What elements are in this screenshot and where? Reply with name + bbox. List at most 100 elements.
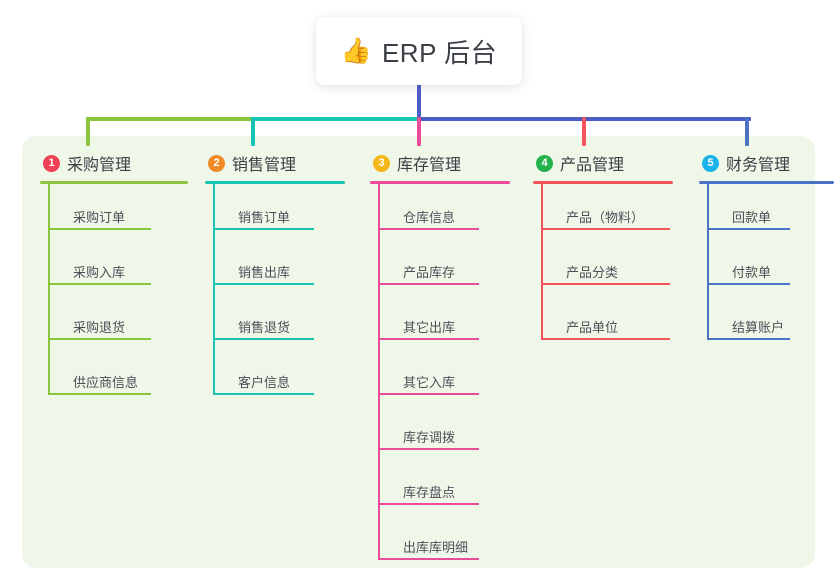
list-item-rule	[48, 393, 151, 395]
list-item[interactable]: 回款单	[699, 184, 839, 239]
column-title-3: 库存管理	[397, 157, 462, 174]
list-item[interactable]: 销售出库	[205, 239, 355, 294]
thumbs-up-icon: 👍	[340, 36, 372, 65]
diagram-background-panel	[22, 136, 815, 568]
column-rule-5	[699, 181, 834, 184]
column-header-4[interactable]: 4 产品管理	[533, 150, 683, 176]
list-item[interactable]: 采购入库	[40, 239, 198, 294]
column-badge-5: 5	[702, 154, 719, 172]
list-item-rule	[213, 338, 314, 340]
drop-stub-2	[251, 117, 255, 146]
list-item-label: 客户信息	[238, 375, 291, 390]
bus-segment-2	[251, 117, 421, 121]
column-spine-1	[48, 184, 50, 395]
list-item-label: 结算账户	[732, 320, 785, 335]
column-items-1: 采购订单采购入库采购退货供应商信息	[40, 184, 198, 404]
list-item-label: 其它出库	[403, 320, 456, 335]
column-财务管理: 5 财务管理回款单付款单结算账户	[699, 150, 839, 349]
column-badge-4: 4	[536, 154, 553, 172]
list-item-rule	[378, 558, 479, 560]
list-item-rule	[541, 228, 670, 230]
list-item-label: 仓库信息	[403, 210, 456, 225]
list-item-label: 回款单	[732, 210, 772, 225]
drop-stub-1	[86, 117, 90, 146]
column-items-5: 回款单付款单结算账户	[699, 184, 839, 349]
column-title-4: 产品管理	[560, 157, 625, 174]
list-item[interactable]: 供应商信息	[40, 349, 198, 404]
column-items-3: 仓库信息产品库存其它出库其它入库库存调拨库存盘点出库库明细	[370, 184, 520, 569]
list-item-rule	[213, 283, 314, 285]
list-item-rule	[48, 228, 151, 230]
root-node-label: ERP 后台	[381, 37, 498, 68]
list-item-rule	[707, 338, 790, 340]
list-item[interactable]: 付款单	[699, 239, 839, 294]
column-spine-3	[378, 184, 380, 560]
list-item-rule	[707, 228, 790, 230]
column-spine-4	[541, 184, 543, 340]
drop-stub-4	[582, 117, 586, 146]
list-item[interactable]: 产品单位	[533, 294, 683, 349]
list-item-rule	[213, 393, 314, 395]
column-rule-1	[40, 181, 188, 184]
list-item[interactable]: 结算账户	[699, 294, 839, 349]
list-item-rule	[541, 338, 670, 340]
column-title-1: 采购管理	[67, 157, 132, 174]
column-items-2: 销售订单销售出库销售退货客户信息	[205, 184, 355, 404]
column-rule-4	[533, 181, 673, 184]
list-item-label: 产品（物料）	[566, 210, 645, 225]
column-badge-2: 2	[208, 154, 225, 172]
column-rule-3	[370, 181, 510, 184]
list-item-label: 供应商信息	[73, 375, 139, 390]
trunk-vertical-line	[417, 80, 421, 121]
column-items-4: 产品（物料） 产品分类产品单位	[533, 184, 683, 349]
list-item-label: 产品分类	[566, 265, 619, 280]
list-item-label: 产品库存	[403, 265, 456, 280]
column-spine-2	[213, 184, 215, 395]
column-header-1[interactable]: 1 采购管理	[40, 150, 198, 176]
list-item-label: 销售退货	[238, 320, 291, 335]
list-item-label: 销售订单	[238, 210, 291, 225]
root-node-content: 👍 ERP 后台	[341, 33, 497, 70]
list-item-label: 采购退货	[73, 320, 126, 335]
column-库存管理: 3 库存管理仓库信息产品库存其它出库其它入库库存调拨库存盘点出库库明细	[370, 150, 520, 569]
list-item-rule	[213, 228, 314, 230]
list-item[interactable]: 采购退货	[40, 294, 198, 349]
column-rule-2	[205, 181, 345, 184]
root-node-card[interactable]: 👍 ERP 后台	[316, 17, 522, 85]
list-item-label: 库存盘点	[403, 485, 456, 500]
list-item[interactable]: 仓库信息	[370, 184, 520, 239]
column-badge-3: 3	[373, 154, 390, 172]
bus-segment-1	[86, 117, 255, 121]
list-item-label: 采购订单	[73, 210, 126, 225]
drop-stub-5	[745, 117, 749, 146]
list-item[interactable]: 采购订单	[40, 184, 198, 239]
list-item[interactable]: 库存盘点	[370, 459, 520, 514]
list-item-rule	[378, 503, 479, 505]
column-spine-5	[707, 184, 709, 340]
list-item[interactable]: 销售退货	[205, 294, 355, 349]
column-header-5[interactable]: 5 财务管理	[699, 150, 839, 176]
list-item[interactable]: 产品（物料）	[533, 184, 683, 239]
list-item-rule	[48, 283, 151, 285]
list-item[interactable]: 库存调拨	[370, 404, 520, 459]
list-item[interactable]: 销售订单	[205, 184, 355, 239]
list-item-rule	[541, 283, 670, 285]
list-item[interactable]: 出库库明细	[370, 514, 520, 569]
list-item-label: 付款单	[732, 265, 772, 280]
list-item-label: 库存调拨	[403, 430, 456, 445]
column-badge-1: 1	[43, 154, 60, 172]
list-item-label: 采购入库	[73, 265, 126, 280]
list-item-rule	[378, 228, 479, 230]
list-item[interactable]: 客户信息	[205, 349, 355, 404]
column-采购管理: 1 采购管理采购订单采购入库采购退货供应商信息	[40, 150, 198, 404]
list-item[interactable]: 其它入库	[370, 349, 520, 404]
list-item-rule	[378, 283, 479, 285]
column-title-5: 财务管理	[726, 157, 791, 174]
list-item[interactable]: 产品库存	[370, 239, 520, 294]
column-header-3[interactable]: 3 库存管理	[370, 150, 520, 176]
list-item[interactable]: 产品分类	[533, 239, 683, 294]
list-item[interactable]: 其它出库	[370, 294, 520, 349]
column-产品管理: 4 产品管理产品（物料） 产品分类产品单位	[533, 150, 683, 349]
